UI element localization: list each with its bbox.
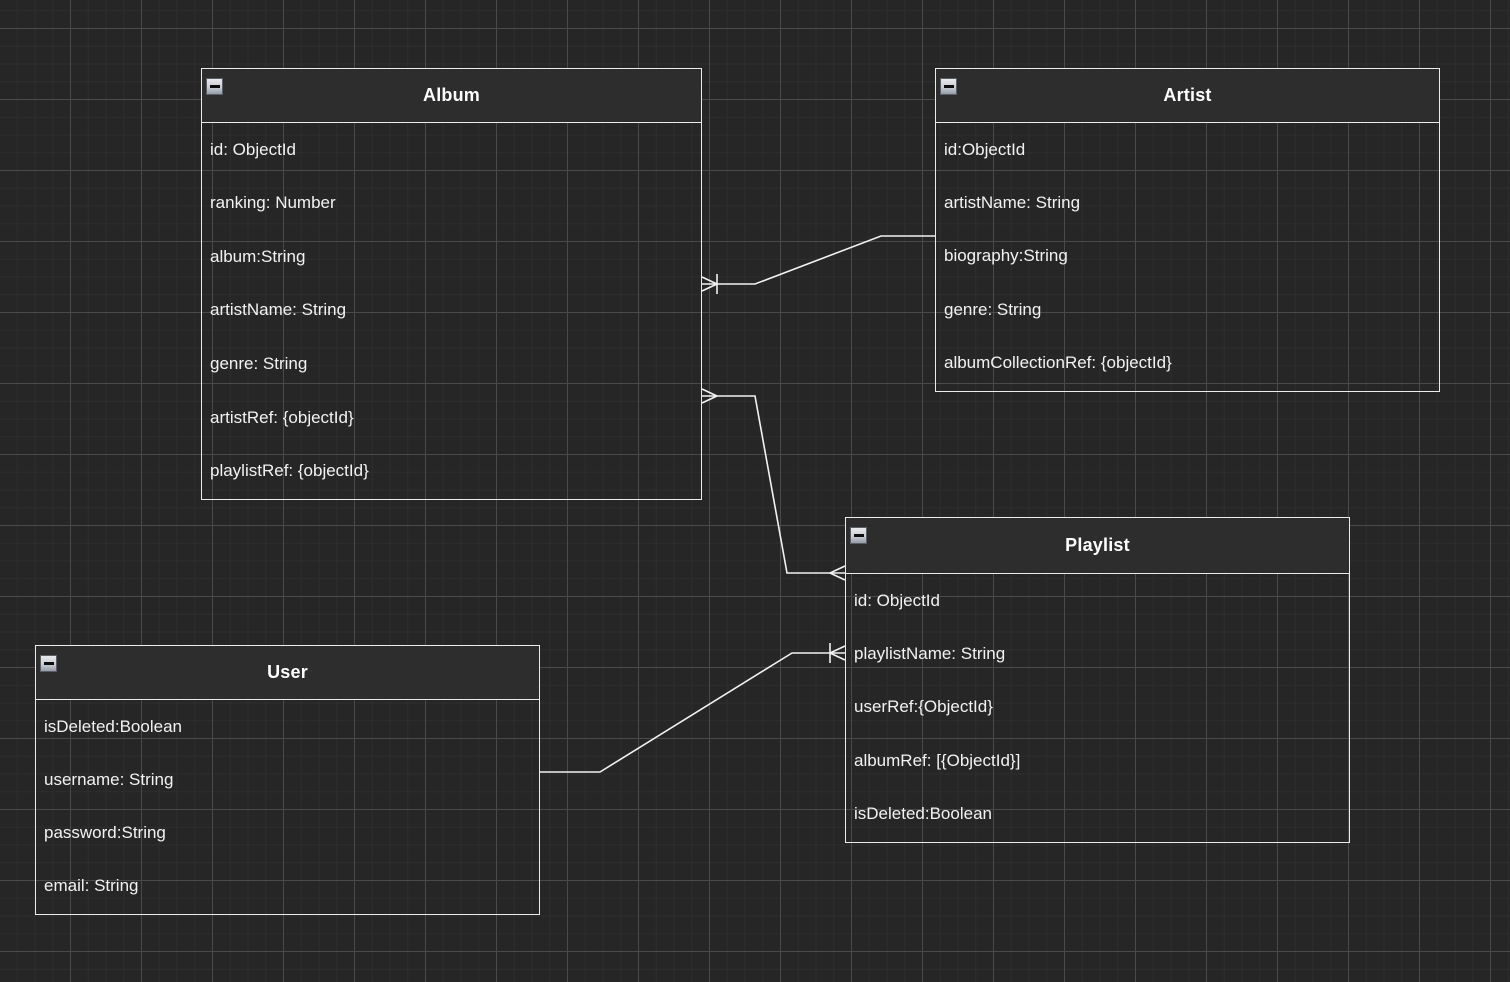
entity-title: Album	[423, 85, 480, 105]
entity-artist[interactable]: Artist id:ObjectId artistName: String biogr…	[935, 68, 1440, 392]
entity-row[interactable]: albumRef: [{ObjectId}]	[854, 750, 1021, 770]
entity-row[interactable]: genre: String	[944, 299, 1042, 319]
connector-album-artist[interactable]	[701, 235, 935, 294]
entity-title: Playlist	[1065, 535, 1130, 555]
minus-icon[interactable]	[40, 655, 57, 672]
entity-row[interactable]: albumCollectionRef: {objectId}	[944, 353, 1172, 373]
minus-glyph	[43, 662, 54, 665]
entity-row[interactable]: password:String	[44, 823, 166, 843]
entity-header[interactable]: Artist	[936, 69, 1439, 123]
minus-glyph	[853, 534, 864, 537]
entity-row[interactable]: playlistRef: {objectId}	[210, 461, 369, 481]
entity-header[interactable]: Album	[202, 69, 701, 123]
entity-row[interactable]: isDeleted:Boolean	[854, 804, 992, 824]
minus-icon[interactable]	[206, 78, 223, 95]
entity-row[interactable]: username: String	[44, 769, 174, 789]
connector-album-playlist[interactable]	[701, 388, 846, 581]
entity-row[interactable]: isDeleted:Boolean	[44, 716, 182, 736]
connector-line[interactable]	[702, 235, 935, 285]
entity-row[interactable]: id:ObjectId	[944, 139, 1026, 159]
entity-row[interactable]: artistName: String	[210, 300, 347, 320]
entity-row[interactable]: playlistName: String	[854, 644, 1006, 664]
entity-user[interactable]: User isDeleted:Boolean username: String pas…	[35, 645, 540, 915]
entity-playlist[interactable]: Playlist id: ObjectId playlistName: String…	[845, 517, 1350, 843]
connector-user-playlist[interactable]	[540, 643, 846, 773]
minus-glyph	[209, 85, 220, 88]
entity-row[interactable]: id: ObjectId	[854, 590, 940, 610]
entity-row[interactable]: album:String	[210, 246, 306, 266]
entity-header[interactable]: Playlist	[846, 518, 1349, 574]
entity-row[interactable]: artistRef: {objectId}	[210, 407, 354, 427]
entity-row[interactable]: userRef:{ObjectId}	[854, 697, 993, 717]
minus-icon[interactable]	[850, 527, 867, 544]
entity-title: Artist	[1163, 85, 1212, 105]
entity-row[interactable]: ranking: Number	[210, 193, 336, 213]
entity-row[interactable]: id: ObjectId	[210, 139, 296, 159]
connector-line[interactable]	[540, 652, 845, 773]
entity-row[interactable]: genre: String	[210, 354, 308, 374]
connector-line[interactable]	[702, 395, 845, 574]
entity-title: User	[267, 662, 308, 682]
minus-icon[interactable]	[940, 78, 957, 95]
entity-row[interactable]: biography:String	[944, 246, 1068, 266]
entity-album[interactable]: Album id: ObjectId ranking: Number album:St…	[201, 68, 702, 500]
entity-row[interactable]: artistName: String	[944, 193, 1081, 213]
minus-glyph	[943, 85, 954, 88]
entity-header[interactable]: User	[36, 646, 539, 700]
entity-row[interactable]: email: String	[44, 876, 139, 896]
